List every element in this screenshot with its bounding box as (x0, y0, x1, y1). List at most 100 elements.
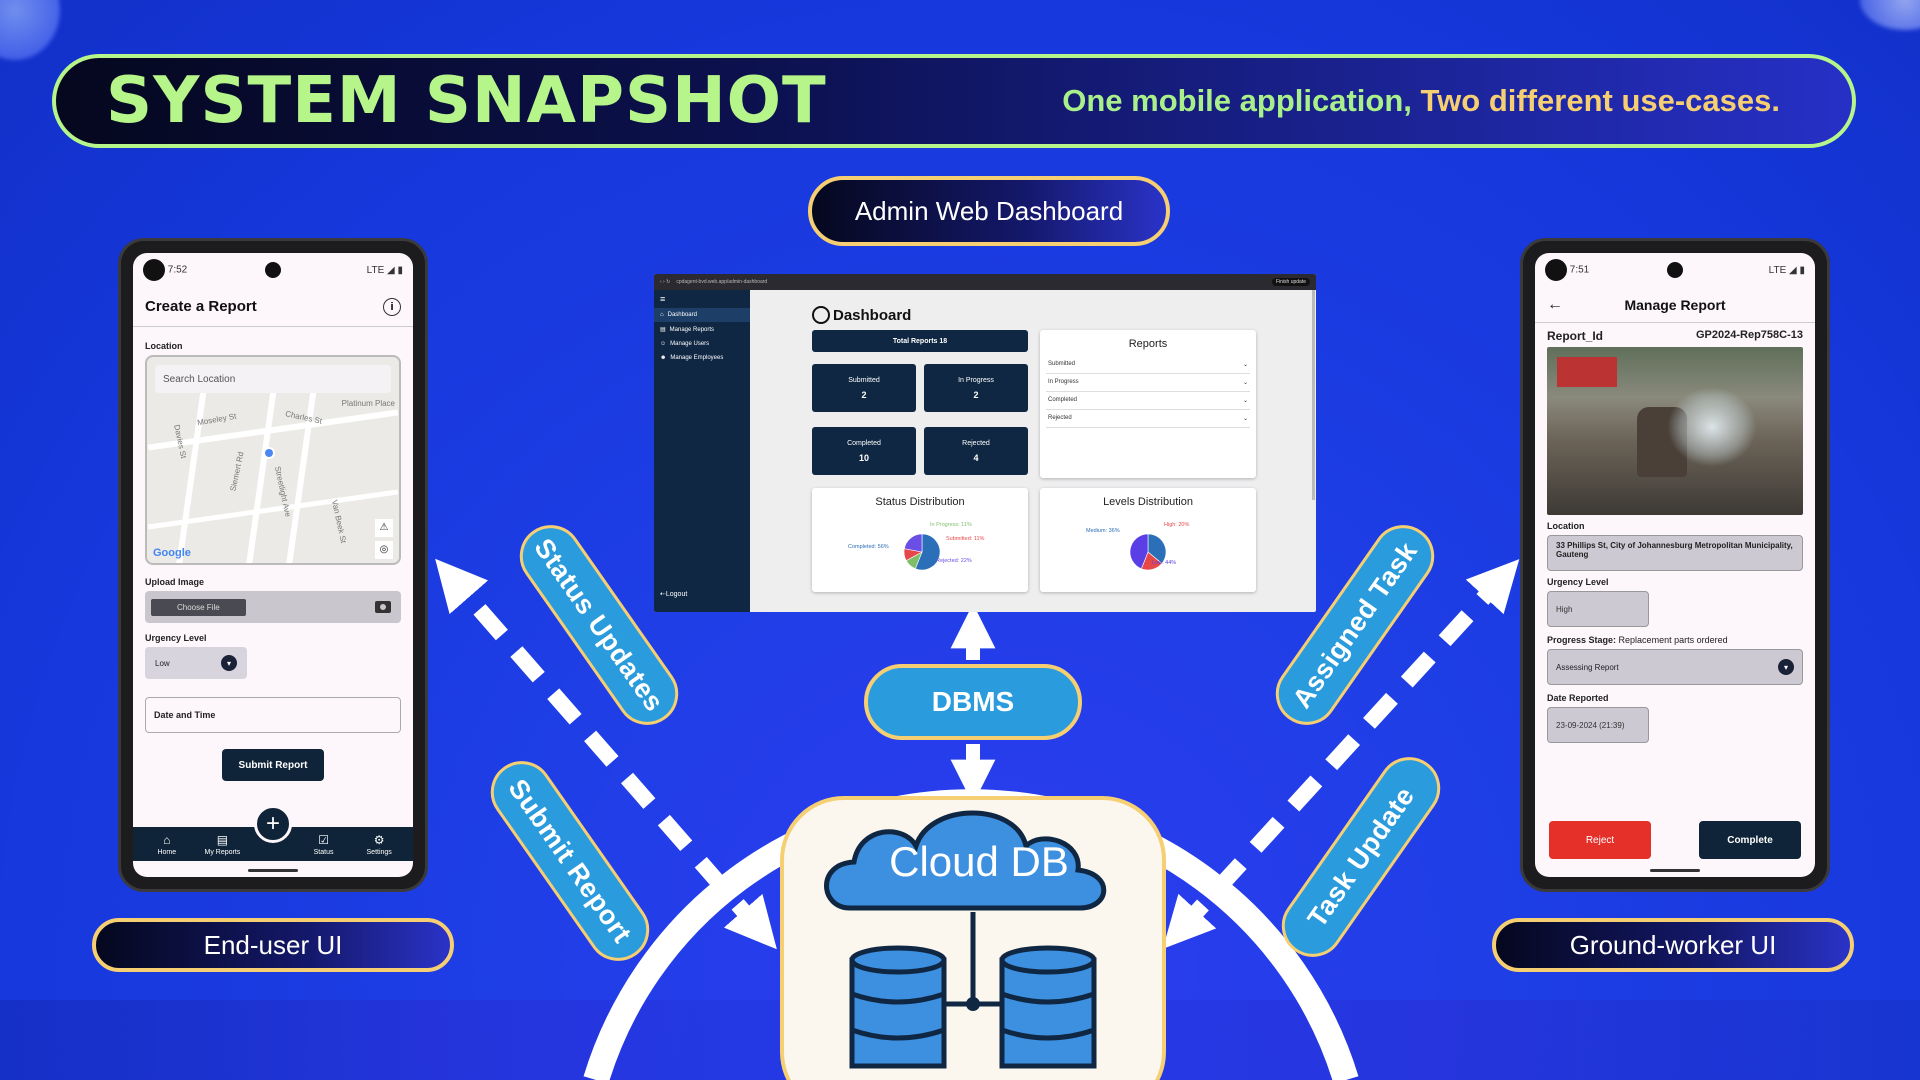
urgency-label: Urgency Level (145, 633, 207, 643)
sidebar-item-manage-employees[interactable]: ☻Manage Employees (654, 351, 750, 365)
row-label: In Progress (1048, 379, 1079, 385)
urgency-field: High (1547, 591, 1649, 627)
info-icon[interactable]: i (383, 297, 401, 316)
tile-value: 2 (861, 389, 867, 400)
nav-label: Status (313, 848, 334, 856)
home-icon: ⌂ (660, 312, 664, 318)
upload-image-field: Choose File (145, 591, 401, 623)
pie-slice-medium (1147, 533, 1167, 564)
complete-button[interactable]: Complete (1699, 821, 1801, 859)
bottom-nav: ⌂Home ▤My Reports ☑Status ⚙Settings + (133, 805, 413, 877)
add-report-button[interactable]: + (254, 805, 292, 843)
tile-completed[interactable]: Completed 10 (812, 427, 916, 475)
cloud-icon (824, 810, 1107, 911)
reject-button[interactable]: Reject (1549, 821, 1651, 859)
pie-label: Low: 44% (1152, 560, 1177, 566)
reports-icon: ▤ (216, 832, 229, 847)
submit-report-button[interactable]: Submit Report (222, 749, 324, 781)
page-title: SYSTEM SNAPSHOT (106, 64, 827, 138)
status-distribution-card: Status Distribution In Progress: 11% Sub… (812, 488, 1028, 592)
warning-icon[interactable]: ⚠ (375, 519, 393, 537)
db-link-node (966, 997, 980, 1011)
sidebar-item-label: Manage Employees (670, 355, 724, 361)
sidebar-item-manage-users[interactable]: ☺Manage Users (654, 337, 750, 351)
nav-label: Settings (366, 848, 392, 856)
camera-icon[interactable] (375, 601, 391, 613)
choose-file-button[interactable]: Choose File (151, 598, 246, 616)
map-view[interactable]: Search Location Platinum Place Moseley S… (145, 355, 401, 565)
tile-label: Rejected (962, 439, 990, 447)
nav-controls-icon[interactable]: ‹ › ↻ (660, 279, 671, 285)
sidebar-item-manage-reports[interactable]: ▤Manage Reports (654, 322, 750, 337)
urgency-dropdown[interactable]: Low ▾ (145, 647, 247, 679)
nav-status[interactable]: ☑Status (304, 833, 344, 856)
tile-label: Completed (847, 439, 881, 447)
report-row-rejected[interactable]: Rejected⌄ (1046, 410, 1250, 428)
screen-title: Create a Report (145, 298, 257, 315)
search-location-input[interactable]: Search Location (155, 365, 391, 393)
clock: 7:52 (167, 264, 188, 276)
row-label: Rejected (1048, 415, 1072, 421)
users-icon: ☺ (660, 341, 667, 347)
tile-value: 10 (858, 452, 869, 463)
home-indicator (248, 869, 298, 872)
report-row-submitted[interactable]: Submitted⌄ (1046, 356, 1250, 374)
scrollbar[interactable] (1312, 290, 1315, 500)
pie-label: Rejected: 22% (936, 558, 972, 564)
stage-dropdown[interactable]: Assessing Report ▾ (1547, 649, 1803, 685)
database-icon-right (999, 945, 1097, 1069)
nav-my-reports[interactable]: ▤My Reports (202, 833, 242, 856)
cloud-db-label: Cloud DB (889, 838, 1069, 885)
map-label: Van Beek St (329, 499, 348, 544)
arrow-to-groundworker (1162, 559, 1520, 949)
pie-label: High: 20% (1164, 522, 1190, 528)
pie-label: In Progress: 11% (930, 522, 972, 528)
pie-label: Medium: 36% (1086, 528, 1120, 534)
row-label: Submitted (1048, 361, 1076, 367)
progress-stage: Progress Stage: Replacement parts ordere… (1547, 635, 1803, 645)
url-bar[interactable]: cpdagent-bvd.web.app/admin-dashboard (676, 279, 768, 285)
tagline: One mobile application, Two different us… (1062, 83, 1780, 119)
report-row-in-progress[interactable]: In Progress⌄ (1046, 374, 1250, 392)
date-time-field[interactable]: Date and Time (145, 697, 401, 733)
menu-icon[interactable]: ≡ (660, 294, 666, 304)
nav-label: My Reports (204, 848, 241, 856)
signal-icons: LTE ◢ ▮ (1768, 264, 1805, 276)
back-arrow-icon[interactable]: ← (1547, 295, 1563, 313)
reports-card: Reports Submitted⌄ In Progress⌄ Complete… (1040, 330, 1256, 478)
stage-value: Assessing Report (1556, 662, 1619, 672)
dashboard-sidebar: ≡ ⌂Dashboard ▤Manage Reports ☺Manage Use… (654, 290, 750, 612)
my-location-icon[interactable]: ◎ (375, 541, 393, 559)
report-photo (1547, 347, 1803, 515)
end-user-label: End-user UI (92, 918, 454, 972)
user-icon: ☻ (660, 355, 667, 361)
nav-settings[interactable]: ⚙Settings (359, 833, 399, 856)
map-label: Platinum Place (341, 399, 395, 408)
report-id-label: Report_Id (1547, 329, 1604, 343)
status-pie-chart (903, 533, 941, 571)
camera-dot (143, 259, 165, 281)
update-button[interactable]: Finish update (1271, 278, 1310, 286)
chevron-down-icon: ▾ (1778, 659, 1794, 675)
arrow-to-enduser (435, 558, 777, 950)
screen-title: Manage Report (1624, 296, 1726, 313)
pie-slice-rejected (903, 533, 923, 553)
app-header: ← Manage Report (1535, 287, 1815, 323)
sidebar-item-dashboard[interactable]: ⌂Dashboard (654, 308, 750, 322)
database-icon-left (849, 945, 947, 1069)
levels-distribution-card: Levels Distribution Medium: 36% High: 20… (1040, 488, 1256, 592)
admin-dashboard-window: ‹ › ↻ cpdagent-bvd.web.app/admin-dashboa… (654, 274, 1316, 612)
tile-label: In Progress (958, 376, 994, 384)
app-header: Create a Report i (133, 287, 413, 327)
nav-home[interactable]: ⌂Home (147, 833, 187, 856)
report-id-row: Report_Id GP2024-Rep758C-13 (1547, 329, 1803, 343)
report-id-value: GP2024-Rep758C-13 (1695, 329, 1803, 341)
date-reported-field: 23-09-2024 (21:39) (1547, 707, 1649, 743)
levels-pie-chart (1129, 533, 1167, 571)
report-row-completed[interactable]: Completed⌄ (1046, 392, 1250, 410)
logout-button[interactable]: ⇠Logout (660, 590, 687, 598)
chevron-down-icon: ⌄ (1242, 398, 1248, 404)
